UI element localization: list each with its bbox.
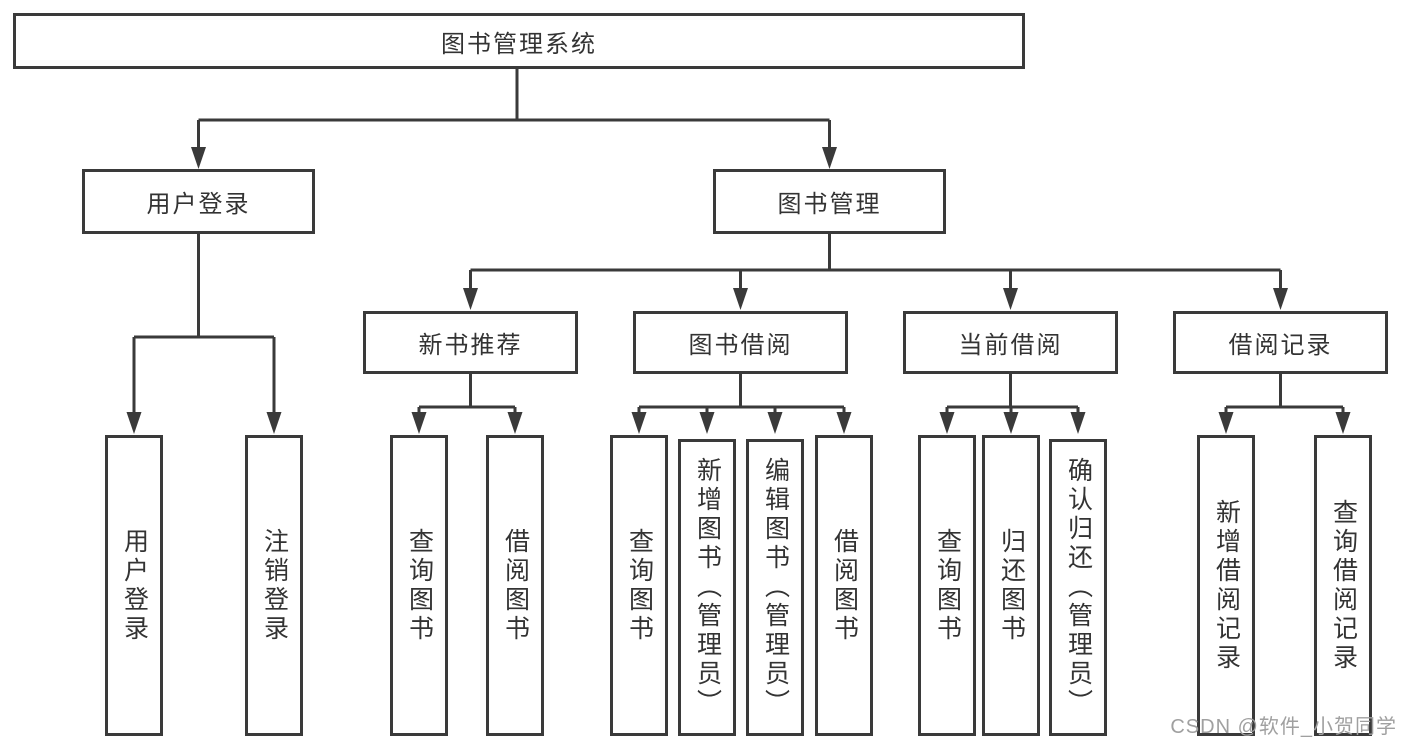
node-borrowing-records: 借阅记录 bbox=[1173, 311, 1388, 374]
leaf-records-add-record-label: 新增借阅记录 bbox=[1212, 498, 1241, 673]
node-current-borrowing-label: 当前借阅 bbox=[958, 332, 1063, 359]
leaf-borrowing-add-book-admin: 新增图书（管理员） bbox=[678, 439, 736, 736]
node-user-login: 用户登录 bbox=[82, 169, 315, 234]
node-borrowing-records-label: 借阅记录 bbox=[1228, 332, 1333, 359]
leaf-current-return-book-label: 归还图书 bbox=[997, 527, 1026, 644]
node-user-login-label: 用户登录 bbox=[146, 191, 251, 218]
leaf-logout-label: 注销登录 bbox=[260, 527, 289, 644]
node-new-book-recommendation: 新书推荐 bbox=[363, 311, 578, 374]
leaf-records-query-record-label: 查询借阅记录 bbox=[1329, 498, 1358, 673]
leaf-current-confirm-return-admin: 确认归还（管理员） bbox=[1049, 439, 1107, 736]
leaf-recommend-query-book: 查询图书 bbox=[390, 435, 448, 736]
node-book-management: 图书管理 bbox=[713, 169, 946, 234]
leaf-logout: 注销登录 bbox=[245, 435, 303, 736]
node-new-book-recommendation-label: 新书推荐 bbox=[418, 332, 523, 359]
leaf-recommend-query-book-label: 查询图书 bbox=[405, 527, 434, 644]
leaf-current-confirm-return-admin-label: 确认归还（管理员） bbox=[1064, 457, 1093, 718]
leaf-user-login-label: 用户登录 bbox=[120, 527, 149, 644]
node-book-management-label: 图书管理 bbox=[777, 191, 882, 218]
leaf-recommend-borrow-book-label: 借阅图书 bbox=[501, 527, 530, 644]
leaf-current-query-book: 查询图书 bbox=[918, 435, 976, 736]
node-book-borrowing-label: 图书借阅 bbox=[688, 332, 793, 359]
leaf-current-return-book: 归还图书 bbox=[982, 435, 1040, 736]
node-current-borrowing: 当前借阅 bbox=[903, 311, 1118, 374]
leaf-recommend-borrow-book: 借阅图书 bbox=[486, 435, 544, 736]
leaf-borrowing-edit-book-admin-label: 编辑图书（管理员） bbox=[761, 457, 790, 718]
leaf-borrowing-query-book-label: 查询图书 bbox=[625, 527, 654, 644]
leaf-records-query-record: 查询借阅记录 bbox=[1314, 435, 1372, 736]
leaf-user-login: 用户登录 bbox=[105, 435, 163, 736]
leaf-borrowing-borrow-book: 借阅图书 bbox=[815, 435, 873, 736]
leaf-current-query-book-label: 查询图书 bbox=[933, 527, 962, 644]
leaf-borrowing-borrow-book-label: 借阅图书 bbox=[830, 527, 859, 644]
watermark-text: CSDN @软件_小贺同学 bbox=[1170, 716, 1397, 738]
leaf-records-add-record: 新增借阅记录 bbox=[1197, 435, 1255, 736]
node-library-system: 图书管理系统 bbox=[13, 13, 1025, 69]
node-book-borrowing: 图书借阅 bbox=[633, 311, 848, 374]
leaf-borrowing-add-book-admin-label: 新增图书（管理员） bbox=[693, 457, 722, 718]
leaf-borrowing-edit-book-admin: 编辑图书（管理员） bbox=[746, 439, 804, 736]
leaf-borrowing-query-book: 查询图书 bbox=[610, 435, 668, 736]
node-library-system-label: 图书管理系统 bbox=[441, 30, 597, 58]
